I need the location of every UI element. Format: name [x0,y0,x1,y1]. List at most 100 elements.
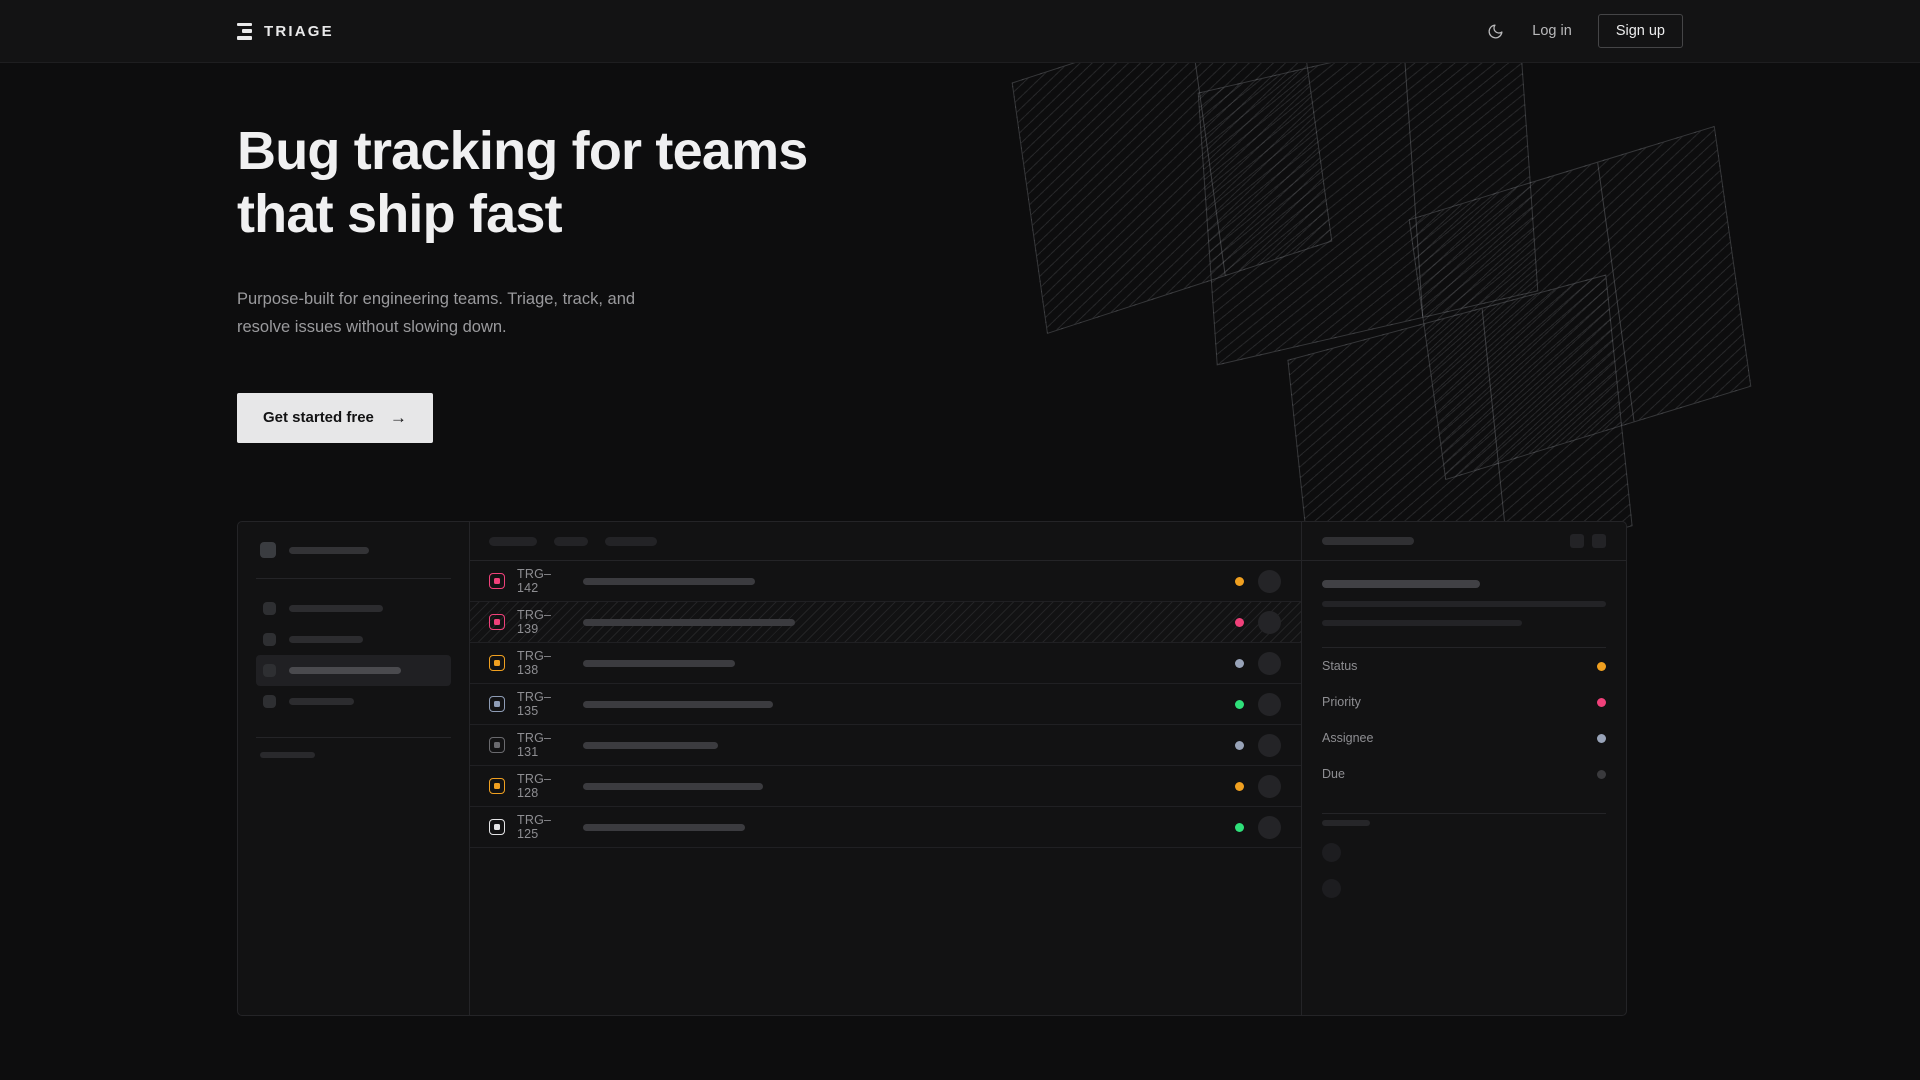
issue-id: TRG–139 [517,608,552,636]
sidebar-divider-bottom [256,737,451,738]
issue-title-placeholder [583,577,755,585]
brand-logo[interactable]: TRIAGE [237,22,334,40]
sidebar-project-item-1[interactable] [256,790,451,808]
issue-status-dot [1235,576,1244,586]
issue-status-dot [1235,781,1244,791]
hero-section: Bug tracking for teams that ship fast Pu… [237,120,808,443]
sidebar-project-item-2[interactable] [256,808,451,826]
issue-title-placeholder [583,741,718,749]
detail-meta-row[interactable]: Status [1322,648,1606,684]
workspace-avatar [260,542,276,558]
detail-action-button-1[interactable] [1570,534,1584,548]
detail-meta-row[interactable]: Assignee [1322,720,1606,756]
issue-status-dot [1235,617,1244,627]
issue-status-dot [1235,740,1244,750]
toolbar-chip-1[interactable] [554,536,588,546]
issue-id: TRG–142 [517,567,552,595]
login-link[interactable]: Log in [1532,23,1572,39]
detail-meta-row[interactable]: Due [1322,756,1606,792]
activity-avatar-0 [1322,843,1341,862]
sidebar-nav-icon [263,664,276,677]
detail-title-placeholder [1322,537,1414,545]
issue-row-meta [1235,692,1301,716]
issue-id: TRG–135 [517,690,552,718]
detail-meta-label: Priority [1322,695,1361,709]
issue-assignee-avatar [1258,815,1281,839]
toolbar-chip-0[interactable] [489,536,537,546]
issue-type-icon [489,614,505,630]
issue-type-icon [489,696,505,712]
site-header: TRIAGE Log in Sign up [0,0,1920,63]
issue-status-dot [1235,699,1244,709]
sidebar-section-label [260,752,315,758]
issue-row[interactable]: TRG–142 [470,561,1301,602]
issue-id: TRG–138 [517,649,552,677]
issue-title-placeholder [583,700,773,708]
app-sidebar [238,522,470,1015]
detail-meta-label: Due [1322,767,1345,781]
issue-row[interactable]: TRG–135 [470,684,1301,725]
signup-button[interactable]: Sign up [1597,14,1683,48]
detail-divider-bottom [1322,813,1606,814]
issue-title-placeholder [583,618,795,626]
detail-meta-value-dot [1597,697,1606,707]
issue-row[interactable]: TRG–131 [470,725,1301,766]
issue-list-toolbar [470,522,1301,561]
issue-title-placeholder [583,659,735,667]
detail-divider-top [1322,647,1606,648]
issue-assignee-avatar [1258,651,1281,675]
issue-row-meta [1235,733,1301,757]
header-nav: Log in Sign up [1484,14,1683,48]
detail-meta-value-dot [1597,733,1606,743]
issue-assignee-avatar [1258,692,1281,716]
issue-row[interactable]: TRG–139 [470,602,1301,643]
detail-meta-row[interactable]: Priority [1322,684,1606,720]
hero-subtext: Purpose-built for engineering teams. Tri… [237,290,636,336]
detail-activity-list [1322,843,1606,898]
workspace-name-placeholder [289,546,369,554]
sidebar-nav-label [289,636,363,643]
sidebar-nav-item-0[interactable] [256,593,451,624]
issue-id: TRG–131 [517,731,552,759]
sidebar-nav-label [289,698,354,705]
issue-type-icon [489,573,505,589]
sidebar-nav-item-3[interactable] [256,686,451,717]
toolbar-chip-2[interactable] [605,536,657,546]
sidebar-nav-item-2[interactable] [256,655,451,686]
sidebar-project-list [256,772,451,826]
issue-type-icon [489,819,505,835]
sidebar-nav-icon [263,633,276,646]
detail-actions [1570,534,1606,548]
issue-row[interactable]: TRG–128 [470,766,1301,807]
get-started-button[interactable]: Get started free → [237,392,433,443]
sidebar-nav-item-1[interactable] [256,624,451,655]
issue-type-icon [489,655,505,671]
issue-row[interactable]: TRG–138 [470,643,1301,684]
workspace-switcher[interactable] [256,538,451,558]
issue-title-placeholder [583,823,745,831]
sidebar-divider-top [256,578,451,579]
issue-row-meta [1235,569,1301,593]
issue-type-icon [489,737,505,753]
cta-label: Get started free [263,409,374,427]
detail-activity-label [1322,820,1370,826]
issue-row-meta [1235,610,1301,634]
detail-action-button-2[interactable] [1592,534,1606,548]
moon-icon[interactable] [1484,20,1506,42]
sidebar-nav-label [289,667,401,674]
issue-row[interactable]: TRG–125 [470,807,1301,848]
issue-assignee-avatar [1258,569,1281,593]
hero-headline: Bug tracking for teams that ship fast [237,121,808,245]
sidebar-nav-icon [263,695,276,708]
detail-description-line-0 [1322,601,1606,607]
detail-meta-label: Status [1322,659,1358,673]
issue-row-meta [1235,651,1301,675]
triage-bars-icon [237,22,252,40]
sidebar-project-item-0[interactable] [256,772,451,790]
issue-row-meta [1235,815,1301,839]
